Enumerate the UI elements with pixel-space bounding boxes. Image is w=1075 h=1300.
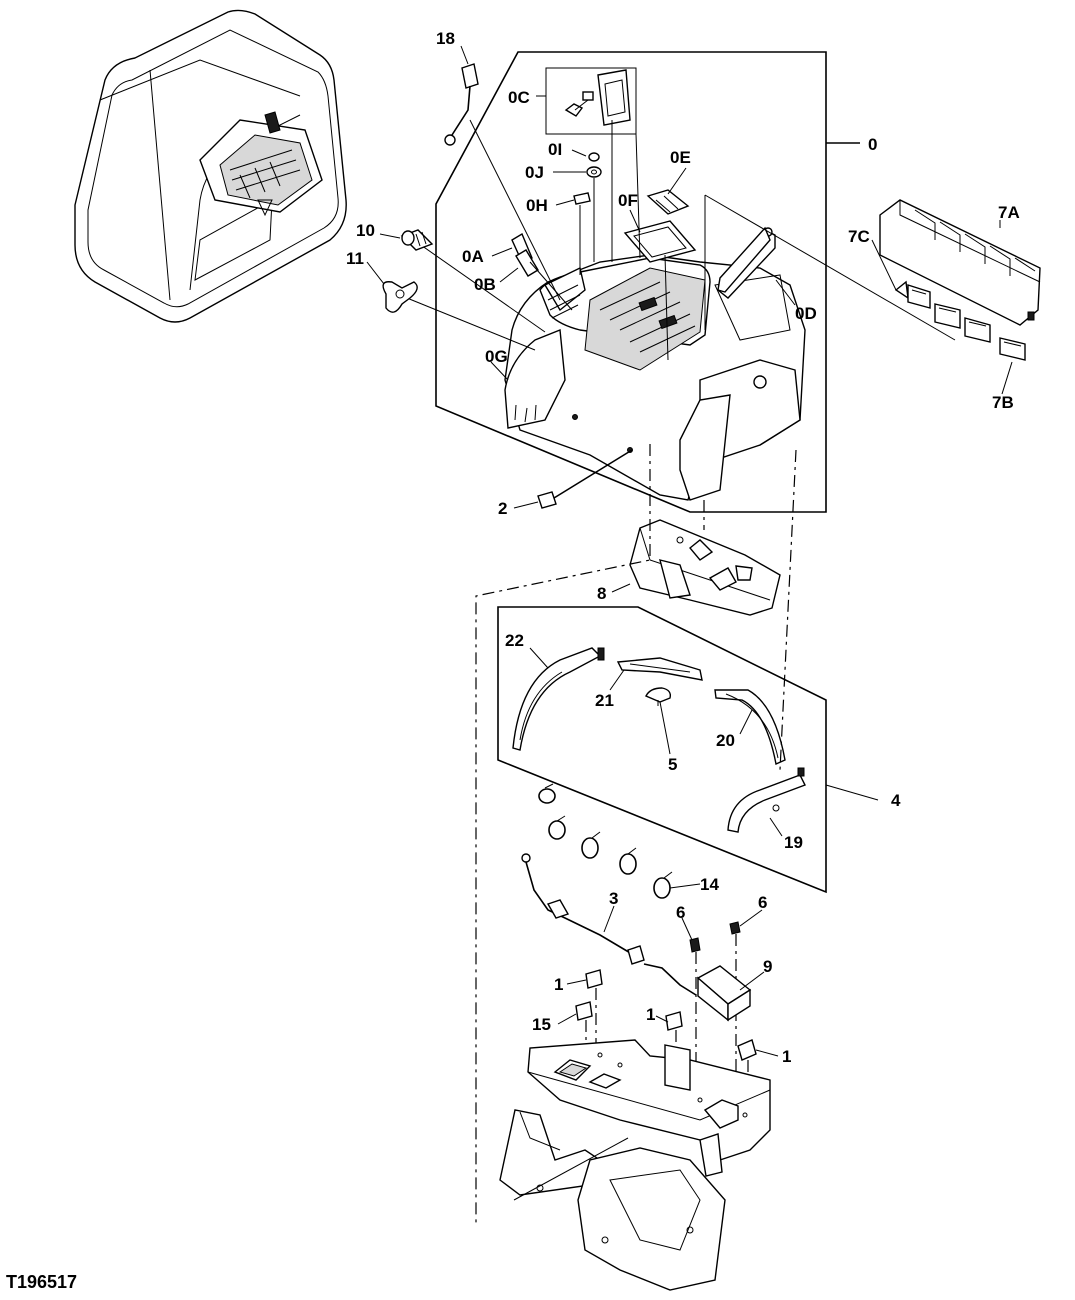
callout-11: 11: [346, 249, 364, 268]
left-console-body: [504, 227, 806, 501]
construction-dash-lines: [475, 444, 797, 1225]
callout-7A: 7A: [998, 203, 1020, 222]
callout-0E: 0E: [670, 148, 691, 167]
part-9-relay: [696, 965, 752, 1022]
part-6-screws: [689, 921, 741, 1130]
part-20-trim: [714, 689, 786, 765]
part-21-trim: [616, 657, 703, 681]
callout-0B: 0B: [474, 275, 496, 294]
callout-1b: 1: [646, 1005, 655, 1024]
callout-7C: 7C: [848, 227, 870, 246]
part-18-sensor: [444, 63, 479, 146]
callout-0J: 0J: [525, 163, 544, 182]
part-15-bolt: [575, 1001, 593, 1060]
callout-2: 2: [498, 499, 507, 518]
part-11-wing-knob: [382, 281, 418, 313]
part-7A-switch-panel: [879, 199, 1041, 326]
callout-leader-lines: [366, 45, 1013, 1201]
part-22-trim: [512, 647, 605, 751]
console-leader-lines: [401, 119, 956, 361]
callout-7B: 7B: [992, 393, 1014, 412]
part-14-cable-ties: [538, 783, 673, 899]
callout-15: 15: [532, 1015, 551, 1034]
callout-0: 0: [868, 135, 877, 154]
callout-19: 19: [784, 833, 803, 852]
callout-10: 10: [356, 221, 375, 240]
callout-0I: 0I: [548, 140, 562, 159]
callout-9: 9: [763, 957, 772, 976]
callout-1c: 1: [782, 1047, 791, 1066]
callout-0C: 0C: [508, 88, 530, 107]
harness-group-outline: [497, 606, 879, 894]
callout-18: 18: [436, 29, 455, 48]
callout-21: 21: [595, 691, 614, 710]
figure-id: T196517: [6, 1272, 77, 1292]
callout-1a: 1: [554, 975, 563, 994]
callout-6b: 6: [758, 893, 767, 912]
callout-20: 20: [716, 731, 735, 750]
cab-overview-illustration: [74, 9, 347, 323]
part-3-wiring-harness: [521, 853, 697, 996]
callout-0H: 0H: [526, 196, 548, 215]
callout-0F: 0F: [618, 191, 638, 210]
base-plate-assembly: [499, 1039, 771, 1291]
callout-0A: 0A: [462, 247, 484, 266]
callout-0D: 0D: [795, 304, 817, 323]
callout-5: 5: [668, 755, 677, 774]
part-8-base-bracket: [629, 519, 781, 616]
callout-8: 8: [597, 584, 606, 603]
console-assembly-outline: [435, 51, 860, 513]
callout-3: 3: [609, 889, 618, 908]
small-console-parts: [511, 152, 771, 293]
part-10-knob: [400, 229, 434, 251]
part-19-trim: [727, 767, 806, 833]
part-7C-7B-switches: [894, 280, 1026, 361]
callout-0G: 0G: [485, 347, 508, 366]
part-2-bolt: [537, 449, 633, 509]
callout-6a: 6: [676, 903, 685, 922]
callout-22: 22: [505, 631, 524, 650]
callout-14: 14: [700, 875, 719, 894]
callout-labels: 0 0C 0I 0J 0H 0E 0F 0A 0B 0D 0G 18 10 11…: [6, 29, 1020, 1292]
callout-4: 4: [891, 791, 901, 810]
part-0C-bracket: [564, 69, 631, 126]
part-5-clip: [645, 687, 672, 706]
